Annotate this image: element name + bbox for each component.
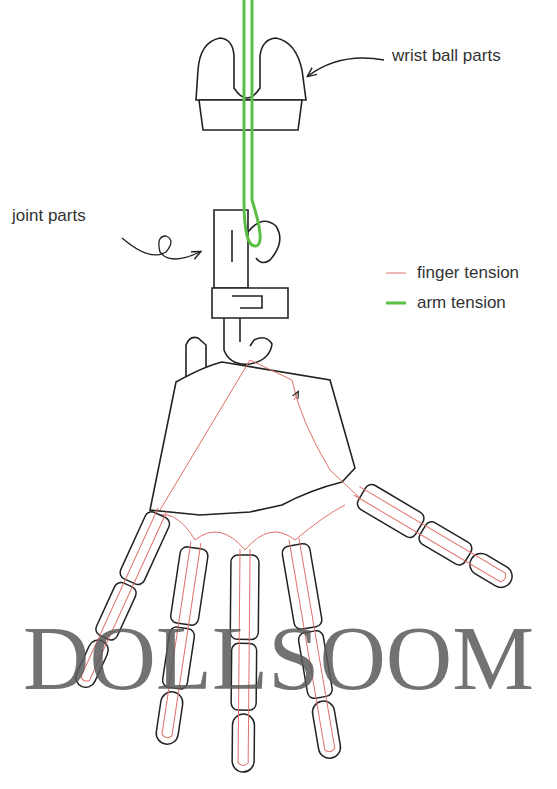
legend-line-sample: [385, 268, 407, 278]
legend-text: arm tension: [417, 293, 506, 313]
legend-item: finger tension: [385, 258, 519, 288]
legend-text: finger tension: [417, 263, 519, 283]
finger-tension-line: [160, 360, 362, 510]
palm: [150, 362, 355, 515]
finger-tension-line: [294, 392, 298, 400]
legend: finger tension arm tension: [385, 258, 519, 318]
callout-label: joint parts: [12, 206, 86, 226]
finger-tension-line: [354, 487, 507, 583]
joint-base: [212, 288, 288, 318]
finger-segment: [118, 510, 172, 587]
finger-segment: [416, 519, 474, 567]
arm-tension-line: [244, 0, 260, 246]
joint-upper: [214, 210, 248, 288]
finger-tension-line: [160, 505, 345, 550]
leader-arrow: [308, 58, 384, 76]
joint-hook: [232, 221, 280, 262]
finger-segment: [232, 714, 255, 772]
legend-line-sample: [385, 298, 407, 308]
finger-segment: [466, 549, 516, 591]
leader-arrow: [122, 236, 200, 259]
legend-item: arm tension: [385, 288, 519, 318]
callout-label: wrist ball parts: [392, 46, 501, 66]
finger: [350, 479, 518, 594]
joint-lower-hook: [224, 318, 272, 364]
watermark: DOLLSOOM: [0, 612, 557, 704]
